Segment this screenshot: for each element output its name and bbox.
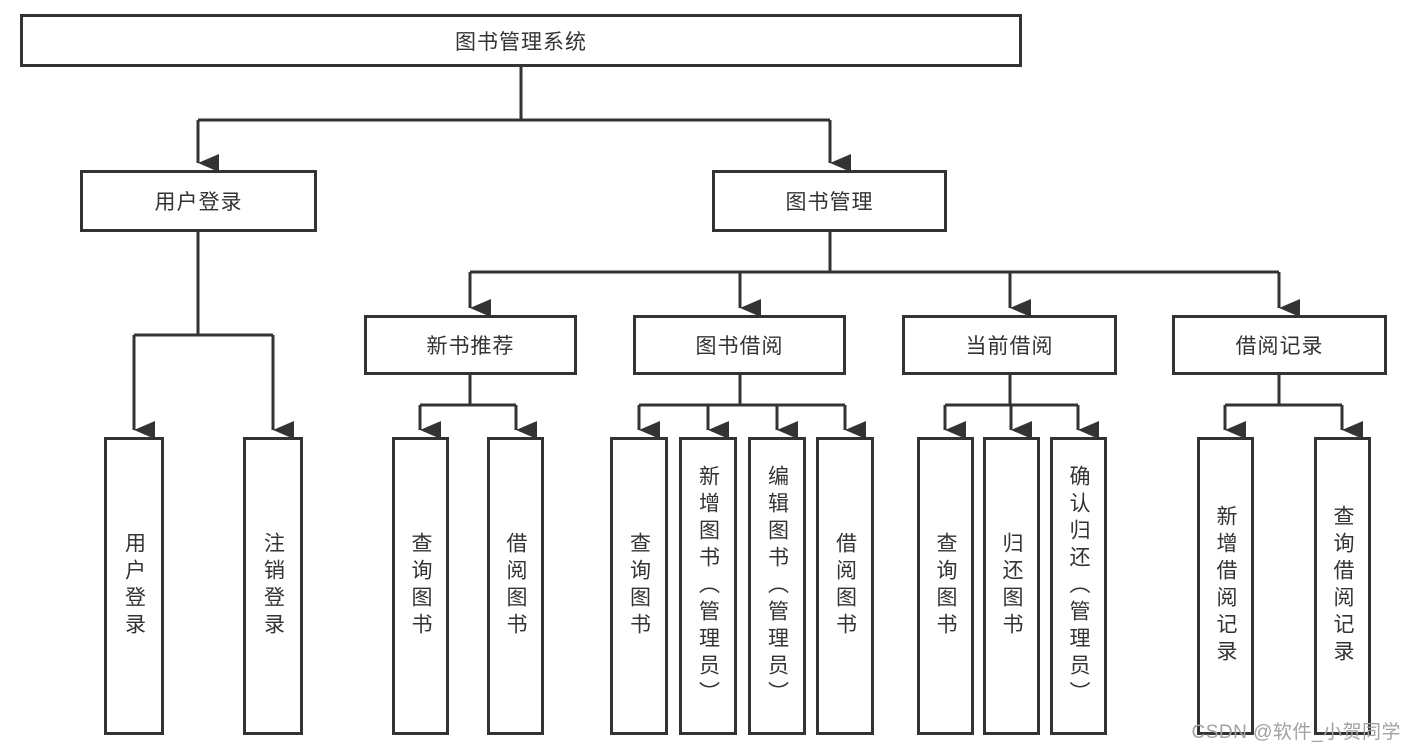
node-borrow-records: 借阅记录 [1172, 315, 1387, 375]
leaf-add-borrow-record-label: 新增借阅记录 [1214, 505, 1237, 667]
node-root-label: 图书管理系统 [455, 30, 587, 54]
leaf-edit-books-admin-label: 编辑图书（管理员） [765, 464, 789, 708]
leaf-confirm-return-admin: 确认归还（管理员） [1050, 437, 1107, 735]
leaf-borrow-books: 借阅图书 [816, 437, 874, 735]
leaf-logout: 注销登录 [243, 437, 303, 735]
leaf-add-books-admin-label: 新增图书（管理员） [696, 464, 720, 708]
connector-user-login-trunk [134, 230, 273, 337]
connector-root-trunk [198, 65, 830, 122]
node-root-system: 图书管理系统 [20, 14, 1022, 67]
leaf-confirm-return-admin-label: 确认归还（管理员） [1067, 464, 1090, 708]
connector-book-mgmt-trunk [470, 230, 1279, 274]
leaf-query-books-recommend: 查询图书 [392, 437, 449, 735]
leaf-add-books-admin: 新增图书（管理员） [679, 437, 737, 735]
connector-book-borrow-trunk [639, 373, 845, 407]
csdn-watermark: CSDN @软件_小贺同学 [1191, 722, 1401, 743]
leaf-user-login-label: 用户登录 [122, 532, 146, 640]
leaf-borrow-books-label: 借阅图书 [833, 532, 857, 640]
leaf-borrow-books-recommend-label: 借阅图书 [504, 532, 527, 640]
leaf-add-borrow-record: 新增借阅记录 [1197, 437, 1254, 735]
leaf-logout-label: 注销登录 [261, 532, 285, 640]
leaf-query-borrow-record-label: 查询借阅记录 [1331, 505, 1354, 667]
node-book-management: 图书管理 [712, 170, 947, 232]
leaf-query-books-current-label: 查询图书 [934, 532, 957, 640]
node-current-borrow: 当前借阅 [902, 315, 1117, 375]
leaf-query-books-borrow: 查询图书 [610, 437, 668, 735]
node-new-book-recommend: 新书推荐 [364, 315, 577, 375]
connector-current-borrow-trunk [945, 373, 1078, 407]
leaf-edit-books-admin: 编辑图书（管理员） [748, 437, 806, 735]
leaf-borrow-books-recommend: 借阅图书 [487, 437, 544, 735]
node-book-borrow: 图书借阅 [633, 315, 846, 375]
leaf-return-books: 归还图书 [983, 437, 1040, 735]
node-user-login: 用户登录 [80, 170, 317, 232]
connector-new-book-trunk [420, 373, 516, 407]
node-borrow-records-label: 借阅记录 [1235, 335, 1324, 358]
leaf-query-books-borrow-label: 查询图书 [627, 532, 651, 640]
node-new-book-recommend-label: 新书推荐 [426, 335, 515, 358]
node-book-management-label: 图书管理 [785, 191, 874, 214]
leaf-user-login: 用户登录 [104, 437, 164, 735]
node-current-borrow-label: 当前借阅 [965, 335, 1054, 358]
leaf-return-books-label: 归还图书 [1000, 532, 1023, 640]
connector-borrow-records-trunk [1225, 373, 1342, 407]
leaf-query-books-current: 查询图书 [917, 437, 974, 735]
node-user-login-label: 用户登录 [154, 191, 243, 214]
leaf-query-books-recommend-label: 查询图书 [409, 532, 432, 640]
leaf-query-borrow-record: 查询借阅记录 [1314, 437, 1371, 735]
node-book-borrow-label: 图书借阅 [695, 335, 784, 358]
